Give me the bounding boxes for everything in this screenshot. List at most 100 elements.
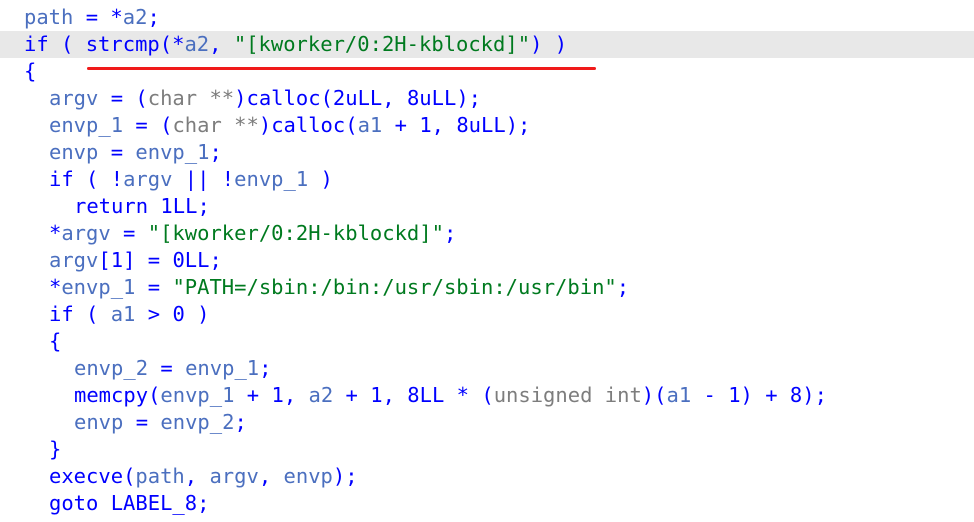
token-op: - bbox=[691, 383, 729, 407]
token-var: envp bbox=[283, 464, 333, 488]
code-line-5[interactable]: envp_1 = (char **)calloc(a1 + 1, 8uLL); bbox=[0, 112, 974, 139]
token-op: = bbox=[135, 275, 173, 299]
token-var: envp_2 bbox=[74, 356, 149, 380]
token-op: ) bbox=[234, 86, 247, 110]
token-op: ) bbox=[184, 302, 210, 326]
code-line-1[interactable]: path = *a2; bbox=[0, 4, 974, 31]
token-op: ( bbox=[48, 32, 86, 56]
code-line-18[interactable]: execve(path, argv, envp); bbox=[0, 463, 974, 490]
token-op: * bbox=[49, 221, 62, 245]
code-line-2-highlighted[interactable]: if ( strcmp(*a2, "[kworker/0:2H-kblockd]… bbox=[0, 31, 974, 58]
token-var: envp_2 bbox=[160, 410, 235, 434]
token-op: ; bbox=[209, 140, 222, 164]
token-num: 0LL bbox=[172, 248, 210, 272]
token-op: ( bbox=[148, 383, 161, 407]
token-var: argv bbox=[209, 464, 259, 488]
token-fn: strcmp bbox=[85, 32, 160, 56]
token-op: ; bbox=[209, 248, 222, 272]
code-line-7[interactable]: if ( !argv || !envp_1 ) bbox=[0, 166, 974, 193]
token-op: = ( bbox=[98, 86, 148, 110]
token-op: LABEL_8; bbox=[98, 491, 210, 515]
token-var: envp_1 bbox=[61, 275, 136, 299]
code-line-17[interactable]: } bbox=[0, 436, 974, 463]
token-op: )( bbox=[641, 383, 667, 407]
token-op: } bbox=[49, 437, 62, 461]
token-fn: memcpy bbox=[74, 383, 149, 407]
token-op: || ! bbox=[172, 167, 235, 191]
token-num: 1LL bbox=[160, 194, 198, 218]
token-op: ] = bbox=[123, 248, 173, 272]
token-op: , bbox=[431, 113, 457, 137]
code-line-4[interactable]: argv = (char **)calloc(2uLL, 8uLL); bbox=[0, 85, 974, 112]
token-op: , bbox=[382, 383, 408, 407]
token-op: { bbox=[24, 59, 37, 83]
token-str: "[kworker/0:2H-kblockd]" bbox=[147, 221, 444, 245]
token-var: argv bbox=[49, 86, 99, 110]
token-op: ); bbox=[802, 383, 827, 407]
code-line-16[interactable]: envp = envp_2; bbox=[0, 409, 974, 436]
token-op: , bbox=[209, 32, 234, 56]
code-line-6[interactable]: envp = envp_1; bbox=[0, 139, 974, 166]
token-op: ( bbox=[345, 113, 358, 137]
token-op: (* bbox=[159, 32, 185, 56]
token-op bbox=[148, 194, 160, 218]
token-op: { bbox=[49, 329, 62, 353]
token-op: ) + bbox=[740, 383, 790, 407]
token-type: char ** bbox=[147, 86, 235, 110]
token-op: ); bbox=[456, 86, 482, 110]
token-op: ; bbox=[259, 356, 272, 380]
token-kw: return bbox=[74, 194, 149, 218]
token-op: , bbox=[258, 464, 284, 488]
token-num: 8uLL bbox=[456, 113, 506, 137]
token-op: * bbox=[49, 275, 62, 299]
token-var: envp_1 bbox=[160, 383, 235, 407]
token-op: + bbox=[234, 383, 272, 407]
code-line-12[interactable]: if ( a1 > 0 ) bbox=[0, 301, 974, 328]
token-var: a2 bbox=[184, 32, 210, 56]
token-var: argv bbox=[49, 248, 99, 272]
token-kw: if bbox=[24, 32, 49, 56]
code-line-19[interactable]: goto LABEL_8; bbox=[0, 490, 974, 517]
token-op: ; bbox=[616, 275, 630, 299]
token-op: , bbox=[382, 86, 407, 110]
token-op: ; bbox=[197, 194, 210, 218]
token-num: 8 bbox=[789, 383, 803, 407]
token-type: unsigned int bbox=[493, 383, 642, 407]
token-op: , bbox=[283, 383, 309, 407]
code-line-8[interactable]: return 1LL; bbox=[0, 193, 974, 220]
token-op: = bbox=[98, 140, 136, 164]
token-num: 1 bbox=[110, 248, 124, 272]
token-num: 8uLL bbox=[406, 86, 457, 110]
token-op: ) ) bbox=[530, 32, 568, 56]
token-op: = bbox=[148, 356, 186, 380]
token-var: envp_1 bbox=[185, 356, 260, 380]
code-line-13[interactable]: { bbox=[0, 328, 974, 355]
code-line-9[interactable]: *argv = "[kworker/0:2H-kblockd]"; bbox=[0, 220, 974, 247]
code-line-3[interactable]: { bbox=[0, 58, 974, 85]
token-str: "PATH=/sbin:/bin:/usr/sbin:/usr/bin" bbox=[172, 275, 617, 299]
token-var: envp_1 bbox=[49, 113, 124, 137]
code-line-14[interactable]: envp_2 = envp_1; bbox=[0, 355, 974, 382]
token-fn: calloc bbox=[246, 86, 321, 110]
token-op: ( bbox=[320, 86, 333, 110]
token-num: 8LL bbox=[407, 383, 445, 407]
token-num: 1 bbox=[271, 383, 284, 407]
token-var: argv bbox=[61, 221, 111, 245]
code-line-10[interactable]: argv[1] = 0LL; bbox=[0, 247, 974, 274]
token-fn: calloc bbox=[271, 113, 346, 137]
token-op: = ( bbox=[123, 113, 173, 137]
token-num: 1 bbox=[370, 383, 383, 407]
token-kw: if bbox=[49, 302, 74, 326]
token-op: = bbox=[123, 410, 161, 434]
token-op: [ bbox=[98, 248, 111, 272]
code-line-11[interactable]: *envp_1 = "PATH=/sbin:/bin:/usr/sbin:/us… bbox=[0, 274, 974, 301]
token-var: envp bbox=[49, 140, 99, 164]
token-op: * ( bbox=[444, 383, 494, 407]
token-var: a2 bbox=[122, 5, 148, 29]
token-op: + bbox=[382, 113, 420, 137]
token-op: ; bbox=[443, 221, 457, 245]
token-op: > bbox=[135, 302, 173, 326]
token-var: a1 bbox=[357, 113, 383, 137]
token-type: char ** bbox=[172, 113, 259, 137]
code-line-15[interactable]: memcpy(envp_1 + 1, a2 + 1, 8LL * (unsign… bbox=[0, 382, 974, 409]
